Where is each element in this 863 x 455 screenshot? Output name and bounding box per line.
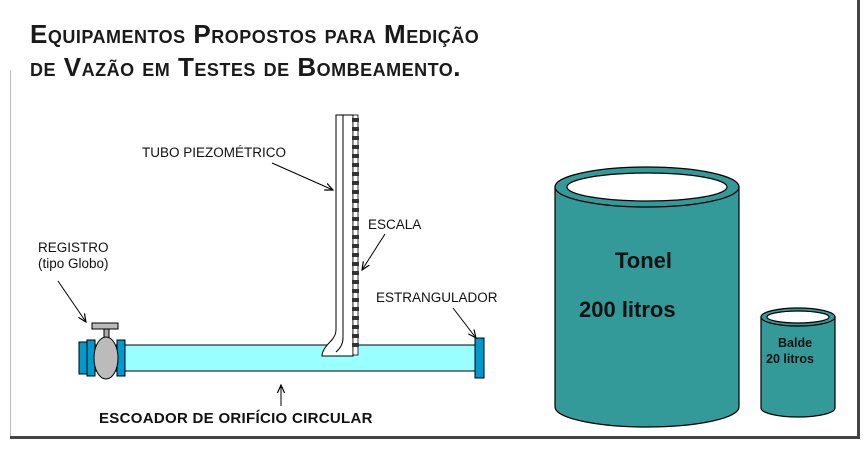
- escala-tick: [352, 199, 359, 203]
- arrow-escala: [362, 233, 386, 270]
- label-registro-line-1: REGISTRO: [38, 240, 109, 255]
- escala-tick: [352, 118, 359, 122]
- frame-right-line: [857, 0, 860, 439]
- escala-tick: [352, 181, 359, 185]
- arrows: [57, 162, 476, 406]
- escala-tick: [352, 253, 359, 257]
- escala-tick: [352, 316, 359, 320]
- escala-scale: [352, 114, 359, 356]
- balde-label-line-2: 20 litros: [766, 352, 814, 366]
- title-line-2: de Vazão em Testes de Bombeamento.: [30, 52, 462, 82]
- escala-tick: [352, 325, 359, 329]
- escala-tick: [352, 271, 359, 275]
- escala-tick: [352, 145, 359, 149]
- escala-tick: [352, 334, 359, 338]
- escala-tick: [352, 217, 359, 221]
- label-escala: ESCALA: [368, 217, 422, 232]
- tonel-tank: [554, 166, 740, 428]
- escala-tick: [352, 163, 359, 167]
- label-escoador: ESCOADOR DE ORIFÍCIO CIRCULAR: [99, 410, 373, 427]
- arrow-estrangulador: [452, 307, 476, 338]
- escala-tick: [352, 262, 359, 266]
- escala-tick: [352, 280, 359, 284]
- escala-tick: [352, 208, 359, 212]
- label-estrangulador: ESTRANGULADOR: [376, 290, 498, 305]
- escala-tick: [352, 172, 359, 176]
- balde-label-line-1: Balde: [778, 336, 813, 350]
- escala-tick: [352, 190, 359, 194]
- label-registro-line-2: (tipo Globo): [38, 256, 109, 271]
- escala-tick: [352, 136, 359, 140]
- escala-tick: [352, 343, 359, 347]
- title-line-1: Equipamentos Propostos para Medição: [30, 19, 480, 49]
- escala-tick: [352, 235, 359, 239]
- escala-tick: [352, 154, 359, 158]
- escala-tick: [352, 298, 359, 302]
- escala-tick: [352, 226, 359, 230]
- slide-title: Equipamentos Propostos para Medição de V…: [30, 18, 479, 84]
- escala-tick: [352, 244, 359, 248]
- registro-valve: [91, 322, 119, 380]
- label-tubo-piezometrico: TUBO PIEZOMÉTRICO: [142, 145, 287, 160]
- frame-bottom-line: [10, 436, 860, 439]
- escala-tick: [352, 127, 359, 131]
- tonel-label-line-1: Tonel: [615, 248, 673, 273]
- estrangulador-flange: [474, 337, 485, 379]
- balde-bucket: [760, 307, 836, 418]
- frame-left-line: [10, 70, 11, 438]
- escoador-pipe: [92, 344, 480, 372]
- tubo-piezometrico: [321, 114, 354, 357]
- tonel-label-line-2: 200 litros: [579, 297, 676, 322]
- escala-tick: [352, 289, 359, 293]
- arrow-tubo: [271, 162, 333, 190]
- arrow-registro: [57, 280, 86, 322]
- escala-tick: [352, 307, 359, 311]
